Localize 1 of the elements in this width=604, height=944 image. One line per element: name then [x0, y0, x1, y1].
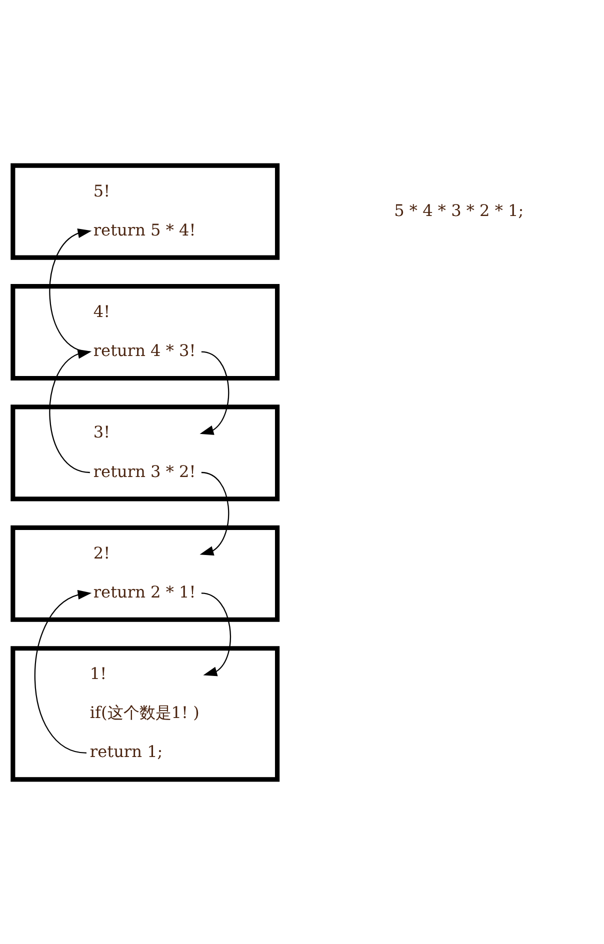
label: 5 * 4 * 3 * 2 * 1; [394, 200, 524, 220]
